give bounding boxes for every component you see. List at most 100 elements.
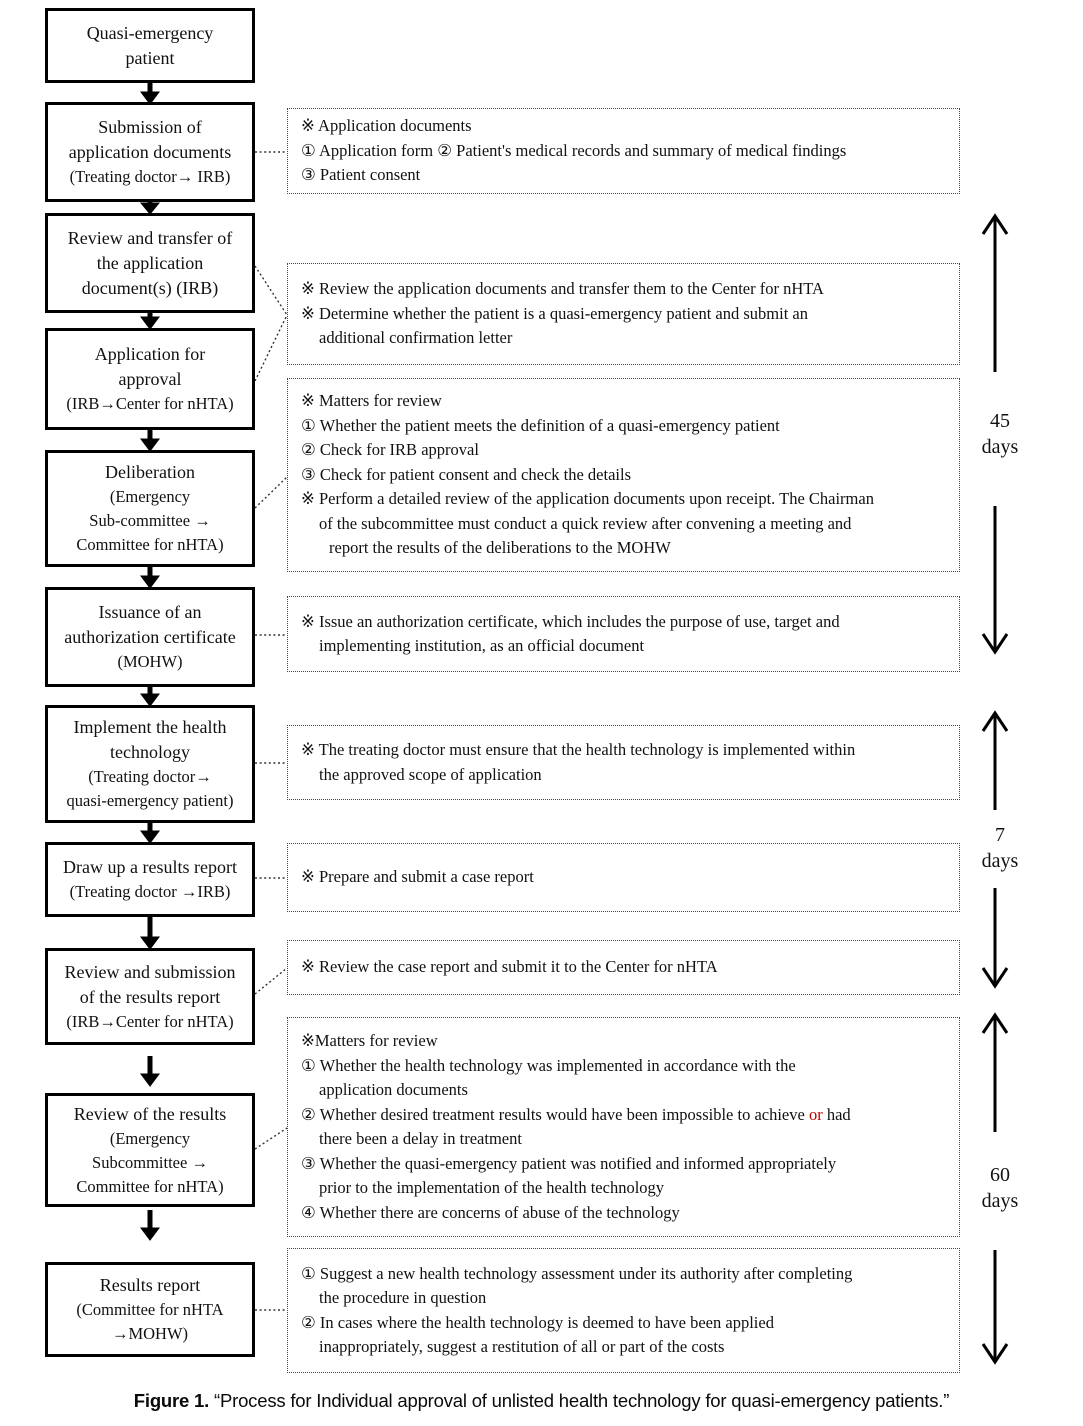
flow-box-title: Review and transfer of the application d… (67, 227, 233, 298)
annotation-line: ③ Patient consent (301, 165, 421, 185)
flow-box-implement-health-technology: Implement the health technology (Treatin… (45, 705, 255, 823)
line-segment: ② Whether desired treatment results woul… (301, 1104, 809, 1124)
timeline-label-7-days: 7 days (955, 822, 1045, 874)
annotation-matters-for-review-results: ※Matters for review ① Whether the health… (287, 1017, 960, 1237)
figure-caption-label: Figure 1. (133, 1390, 210, 1411)
flow-box-subtitle: (MOHW) (117, 652, 183, 671)
figure-caption: Figure 1. “Process for Individual approv… (0, 1390, 1083, 1412)
annotation-line: ② In cases where the health technology i… (301, 1312, 774, 1332)
annotation-line: ③ Whether the quasi-emergency patient wa… (301, 1153, 837, 1173)
annotation-line: the approved scope of application (319, 764, 542, 784)
timeline-arrow-up-60 (981, 1012, 1009, 1132)
annotation-line: ※ Review the application documents and t… (301, 279, 824, 299)
flow-box-subtitle: (Treating doctor →IRB) (69, 882, 231, 901)
annotation-line: ※ Review the case report and submit it t… (301, 957, 718, 977)
annotation-line: the procedure in question (319, 1288, 487, 1307)
highlighted-word: or (808, 1104, 823, 1124)
flow-box-subtitle: (IRB→Center for nHTA) (66, 1011, 234, 1031)
annotation-line: ※ Matters for review (301, 391, 442, 411)
flow-box-title: Draw up a results report (63, 857, 237, 877)
timeline-arrow-down-60 (981, 1250, 1009, 1365)
flow-box-draw-up-results-report: Draw up a results report (Treating docto… (45, 842, 255, 917)
annotation-line: ※ Prepare and submit a case report (301, 867, 534, 887)
annotation-line: ※ Issue an authorization certificate, wh… (301, 611, 840, 631)
connector (254, 967, 288, 995)
down-arrow (140, 1210, 160, 1241)
flow-box-quasi-emergency-patient: Quasi-emergency patient (45, 8, 255, 83)
flow-box-deliberation: Deliberation (Emergency Sub-committee → … (45, 450, 255, 567)
flow-box-review-and-transfer: Review and transfer of the application d… (45, 213, 255, 313)
annotation-matters-for-review-deliberation: ※ Matters for review ① Whether the patie… (287, 378, 960, 572)
timeline-arrow-down-7 (981, 888, 1009, 989)
flow-box-subtitle: (Emergency Sub-committee → Committee for… (76, 487, 224, 554)
annotation-line: inappropriately, suggest a restitution o… (319, 1337, 725, 1356)
connector (254, 1127, 288, 1150)
flow-box-title: Results report (99, 1275, 201, 1295)
timeline-label-45-days: 45 days (955, 408, 1045, 460)
flow-box-subtitle: (Treating doctor→ quasi-emergency patien… (66, 767, 234, 810)
annotation-line: ① Application form ② Patient's medical r… (301, 140, 847, 160)
annotation-line: ④ Whether there are concerns of abuse of… (301, 1202, 680, 1222)
flow-box-title: Deliberation (105, 462, 195, 482)
connector (254, 314, 288, 382)
annotation-line: implementing institution, as an official… (319, 636, 645, 655)
timeline-arrow-up-7 (981, 710, 1009, 810)
annotation-line: additional confirmation letter (319, 328, 513, 348)
annotation-line: of the subcommittee must conduct a quick… (319, 513, 852, 533)
flow-box-application-for-approval: Application for approval (IRB→Center for… (45, 328, 255, 430)
timeline-label-60-days: 60 days (955, 1162, 1045, 1214)
annotation-prepare-case-report: ※ Prepare and submit a case report (287, 843, 960, 912)
timeline-number: 7 (995, 824, 1005, 846)
annotation-line: ① Whether the health technology was impl… (301, 1055, 796, 1075)
flow-box-issuance-of-authorization-certificate: Issuance of an authorization certificate… (45, 587, 255, 687)
annotation-line-with-highlight: ② Whether desired treatment results woul… (301, 1103, 949, 1128)
flow-box-title: Review of the results (73, 1103, 227, 1124)
down-arrow (140, 1056, 160, 1087)
down-arrow (140, 822, 160, 844)
annotation-line: ※ Determine whether the patient is a qua… (301, 303, 808, 323)
annotation-line: ※ Perform a detailed review of the appli… (301, 489, 874, 509)
annotation-implement-within-approved-scope: ※ The treating doctor must ensure that t… (287, 725, 960, 800)
annotation-line: report the results of the deliberations … (329, 538, 671, 558)
annotation-line: ※ Application documents (301, 116, 472, 136)
annotation-line: ※ The treating doctor must ensure that t… (301, 740, 856, 759)
timeline-unit: days (981, 850, 1019, 872)
down-arrow (140, 429, 160, 452)
down-arrow (140, 916, 160, 950)
annotation-line: ② Check for IRB approval (301, 440, 479, 460)
flow-box-subtitle: (Committee for nHTA →MOHW) (76, 1300, 224, 1343)
figure-caption-text: “Process for Individual approval of unli… (209, 1390, 950, 1411)
connector-lines (254, 151, 288, 1311)
annotation-results-report-suggestions: ① Suggest a new health technology assess… (287, 1248, 960, 1373)
down-arrow (140, 686, 160, 707)
flow-box-title: Application for approval (94, 344, 206, 389)
flow-box-review-and-submission-results-report: Review and submission of the results rep… (45, 948, 255, 1045)
down-arrow (140, 566, 160, 589)
annotation-line: ※Matters for review (301, 1031, 438, 1050)
flow-box-title: Review and submission of the results rep… (64, 961, 236, 1007)
flow-box-title: Quasi-emergency patient (86, 22, 214, 68)
annotation-line: ① Whether the patient meets the definiti… (301, 415, 780, 435)
annotation-line: application documents (319, 1080, 468, 1099)
flow-box-title: Issuance of an authorization certificate (64, 602, 236, 647)
annotation-application-documents: ※ Application documents ① Application fo… (287, 108, 960, 194)
down-arrow (140, 82, 160, 105)
connector (254, 476, 288, 509)
flow-box-subtitle: (IRB→Center for nHTA) (66, 394, 234, 413)
down-arrow (140, 312, 160, 330)
timeline-number: 60 (990, 1164, 1010, 1186)
flow-box-review-of-the-results: Review of the results (Emergency Subcomm… (45, 1093, 255, 1207)
timeline-arrow-down-45 (981, 506, 1009, 655)
annotation-line: prior to the implementation of the healt… (319, 1178, 665, 1197)
timeline-unit: days (981, 1190, 1019, 1212)
annotation-issue-authorization-certificate: ※ Issue an authorization certificate, wh… (287, 596, 960, 672)
timeline-unit: days (981, 436, 1019, 458)
annotation-review-and-transfer: ※ Review the application documents and t… (287, 263, 960, 365)
line-segment: had (822, 1104, 851, 1124)
annotation-line: ③ Check for patient consent and check th… (301, 464, 632, 484)
flow-box-subtitle: (Emergency Subcommittee → Committee for … (76, 1128, 224, 1196)
connector (254, 265, 288, 316)
flow-box-submission-of-application-documents: Submission of application documents (Tre… (45, 102, 255, 202)
flow-box-results-report: Results report (Committee for nHTA →MOHW… (45, 1262, 255, 1357)
